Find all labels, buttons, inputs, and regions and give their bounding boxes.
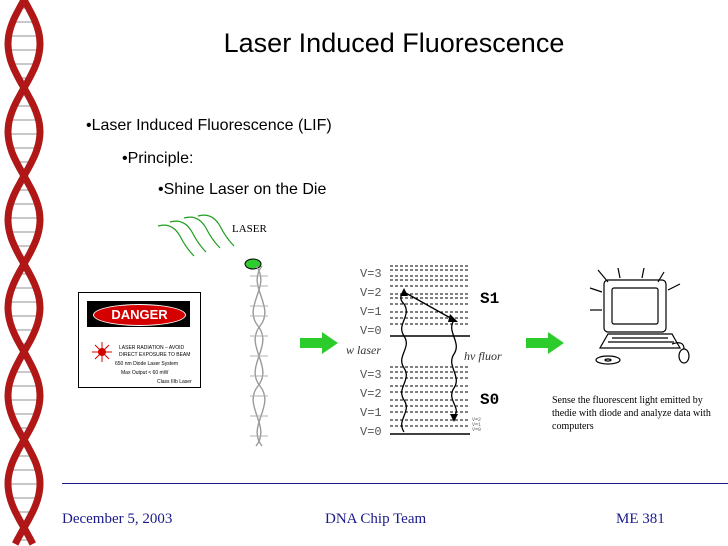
danger-line-5: Class IIIb Laser bbox=[157, 379, 192, 385]
upper-level-v0: V=0 bbox=[360, 324, 382, 338]
s0-label: S0 bbox=[480, 391, 500, 409]
danger-line-4: Max Output < 60 mW bbox=[121, 370, 169, 376]
bullet-shine-laser: •Shine Laser on the Die bbox=[158, 181, 327, 198]
laser-starburst-icon bbox=[92, 342, 112, 362]
s1-label: S1 bbox=[480, 290, 500, 308]
footer-rule bbox=[62, 483, 728, 484]
dna-strand-icon bbox=[250, 265, 268, 447]
laser-label: LASER bbox=[232, 223, 267, 235]
tiny-level-v0: V=0 bbox=[472, 427, 482, 433]
lower-level-v3: V=3 bbox=[360, 368, 382, 382]
danger-line-1: LASER RADIATION – AVOID bbox=[119, 345, 185, 351]
danger-header: DANGER bbox=[93, 304, 186, 326]
tiny-levels: V=2 V=1 V=0 bbox=[472, 418, 481, 433]
w-laser-label: w laser bbox=[346, 343, 382, 357]
danger-line-2: DIRECT EXPOSURE TO BEAM bbox=[119, 352, 191, 358]
energy-level-diagram bbox=[390, 265, 470, 435]
hv-fluor-label: hv fluor bbox=[464, 349, 502, 363]
tiny-level-v1: V=1 bbox=[472, 422, 482, 428]
lower-level-v0: V=0 bbox=[360, 425, 382, 439]
danger-sign: DANGER LASER RADIATION – AVOID DIRECT EX… bbox=[78, 292, 201, 388]
slide-title: Laser Induced Fluorescence bbox=[223, 28, 565, 58]
bullet-lif: •Laser Induced Fluorescence (LIF) bbox=[86, 117, 332, 134]
tiny-level-v2: V=2 bbox=[472, 417, 482, 423]
computer-icon bbox=[589, 268, 690, 365]
laser-beams-icon bbox=[157, 214, 262, 270]
green-arrow-icon bbox=[526, 332, 564, 354]
lower-level-v1: V=1 bbox=[360, 406, 382, 420]
dna-helix-border bbox=[4, 0, 44, 546]
sensing-note: Sense the fluorescent light emitted by t… bbox=[552, 395, 711, 432]
footer-course: ME 381 bbox=[616, 511, 665, 527]
upper-level-v2: V=2 bbox=[360, 286, 382, 300]
upper-level-v3: V=3 bbox=[360, 267, 382, 281]
footer-date: December 5, 2003 bbox=[62, 511, 173, 527]
footer-team: DNA Chip Team bbox=[325, 511, 427, 527]
danger-line-3: 650 nm Diode Laser System bbox=[115, 361, 179, 367]
bullet-principle: •Principle: bbox=[122, 150, 194, 167]
lower-level-v2: V=2 bbox=[360, 387, 382, 401]
upper-level-v1: V=1 bbox=[360, 305, 382, 319]
green-arrow-icon bbox=[300, 332, 338, 354]
